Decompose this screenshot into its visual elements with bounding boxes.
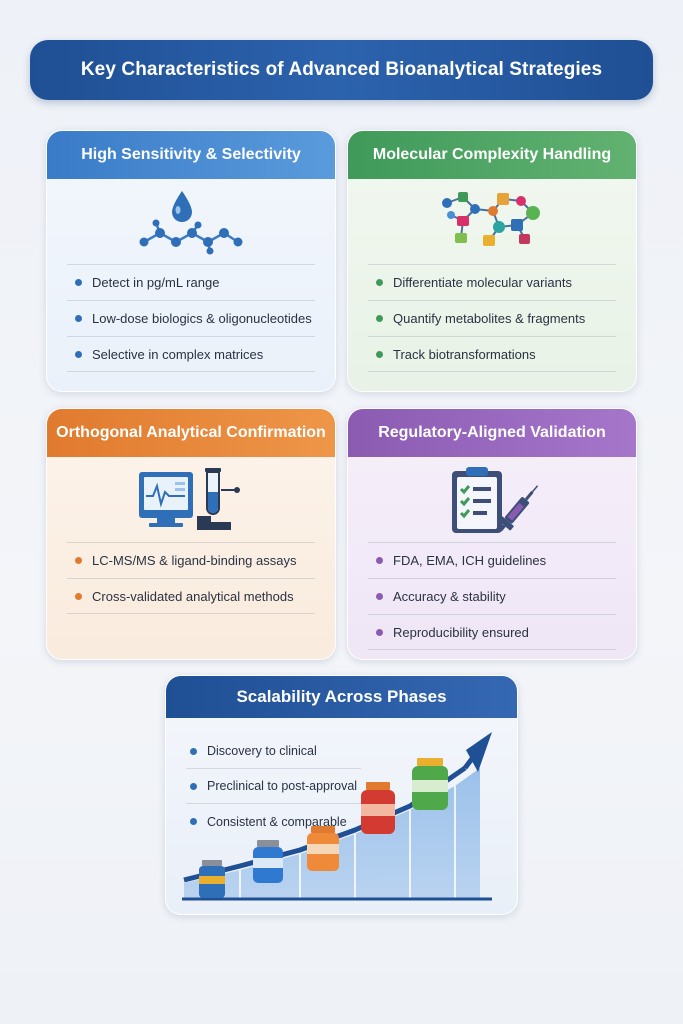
page-title: Key Characteristics of Advanced Bioanaly… — [80, 59, 603, 80]
molecule-droplet-icon — [139, 190, 243, 254]
list-item: Reproducibility ensured — [368, 614, 616, 650]
card-scalability-heading: Scalability Across Phases — [166, 676, 517, 718]
card-sensitivity-heading: High Sensitivity & Selectivity — [47, 131, 335, 179]
list-item: Accuracy & stability — [368, 578, 616, 614]
clipboard-syringe-icon — [452, 466, 539, 533]
list-item: Consistent & comparable — [186, 804, 361, 839]
list-item: Selective in complex matrices — [67, 336, 315, 372]
bullet-dot — [376, 557, 383, 564]
molecular-network-icon — [442, 191, 540, 246]
card-molecular-heading: Molecular Complexity Handling — [348, 131, 636, 179]
bullet-dot — [75, 592, 82, 600]
bullet-dot — [75, 557, 82, 564]
card-orthogonal-heading: Orthogonal Analytical Confirmation — [47, 409, 335, 457]
analyzer-test-tube-icon — [139, 467, 240, 530]
bullet-dot — [376, 628, 383, 636]
bullet-dot — [190, 818, 197, 825]
list-item: Preclinical to post-approval — [186, 769, 361, 804]
bullet-dot — [190, 747, 197, 755]
title-banner: Key Characteristics of Advanced Bioanaly… — [30, 40, 653, 100]
list-item: Detect in pg/mL range — [67, 264, 315, 300]
list-item: FDA, EMA, ICH guidelines — [368, 542, 616, 578]
bullet-dot — [376, 279, 383, 286]
bullet-dot — [190, 782, 197, 790]
card-molecular: Molecular Complexity Handling — [347, 130, 637, 392]
list-item: Cross-validated analytical methods — [67, 578, 315, 614]
list-item: Discovery to clinical — [186, 734, 361, 769]
bullet-dot — [75, 315, 82, 322]
list-item: Low-dose biologics & oligonucleotides — [67, 300, 315, 336]
card-orthogonal: Orthogonal Analytical Confirmation LC-MS… — [46, 408, 336, 660]
list-item: Differentiate molecular variants — [368, 264, 616, 300]
bullet-dot — [376, 593, 383, 600]
card-regulatory: Regulatory-Aligned Validation — [347, 408, 637, 660]
card-scalability: Scalability Across Phases — [165, 675, 518, 915]
growth-vials-chart-icon — [182, 732, 492, 901]
bullet-dot — [75, 350, 82, 358]
bullet-dot — [376, 315, 383, 322]
bullet-dot — [376, 350, 383, 358]
card-regulatory-heading: Regulatory-Aligned Validation — [348, 409, 636, 457]
list-item: Track biotransformations — [368, 336, 616, 372]
card-sensitivity: High Sensitivity & Selectivity — [46, 130, 336, 392]
bullet-dot — [75, 279, 82, 286]
list-item: Quantify metabolites & fragments — [368, 300, 616, 336]
list-item: LC-MS/MS & ligand-binding assays — [67, 542, 315, 578]
